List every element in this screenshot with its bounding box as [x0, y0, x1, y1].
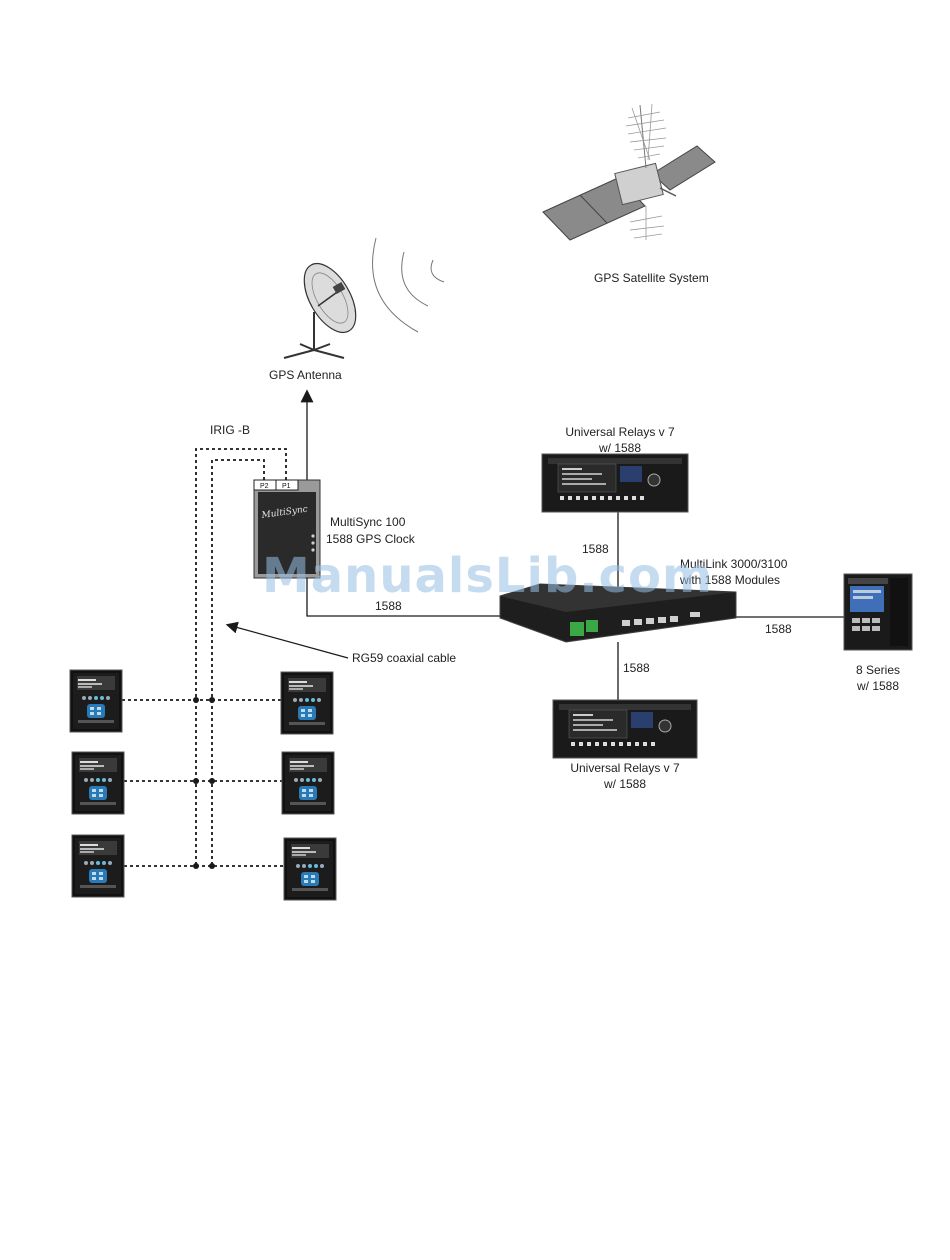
- universal-relay-bottom-label-line2: w/ 1588: [550, 776, 700, 792]
- link-label-right: 1588: [765, 621, 792, 637]
- gps-satellite-label: GPS Satellite System: [594, 270, 709, 286]
- universal-relay-bottom-label-line1: Universal Relays v 7: [550, 760, 700, 776]
- irig-relay-left-1: [70, 670, 122, 732]
- universal-relay-top-label-line1: Universal Relays v 7: [545, 424, 695, 440]
- rg59-cable-label: RG59 coaxial cable: [352, 650, 456, 666]
- irig-relay-left-3: [72, 835, 124, 897]
- gps-antenna-dish-icon: [284, 255, 366, 358]
- port-p1-text: P1: [282, 483, 291, 490]
- multisync-label-line1: MultiSync 100: [330, 514, 405, 530]
- universal-relay-top-device: [542, 454, 688, 512]
- irig-relay-right-2: [282, 752, 334, 814]
- universal-relay-bottom-device: [553, 700, 697, 758]
- 8-series-relay-device: [844, 574, 912, 650]
- irig-b-label: IRIG -B: [210, 422, 250, 438]
- universal-relay-top-label-line2: w/ 1588: [545, 440, 695, 456]
- irig-relay-right-1: [281, 672, 333, 734]
- 8-series-label-line1: 8 Series: [830, 662, 926, 678]
- watermark: ManualsLib.com: [262, 548, 713, 604]
- irig-relay-left-2: [72, 752, 124, 814]
- rg59-pointer-arrow: [228, 625, 348, 658]
- link-label-bottom: 1588: [623, 660, 650, 676]
- gps-satellite-icon: [543, 104, 715, 240]
- signal-waves-icon: [373, 238, 444, 332]
- bus-junction-dots: [193, 697, 215, 869]
- port-p2-text: P2: [260, 483, 269, 490]
- gps-antenna-label: GPS Antenna: [269, 367, 342, 383]
- multisync-label-line2: 1588 GPS Clock: [326, 531, 415, 547]
- 8-series-label-line2: w/ 1588: [830, 678, 926, 694]
- irig-relay-right-3: [284, 838, 336, 900]
